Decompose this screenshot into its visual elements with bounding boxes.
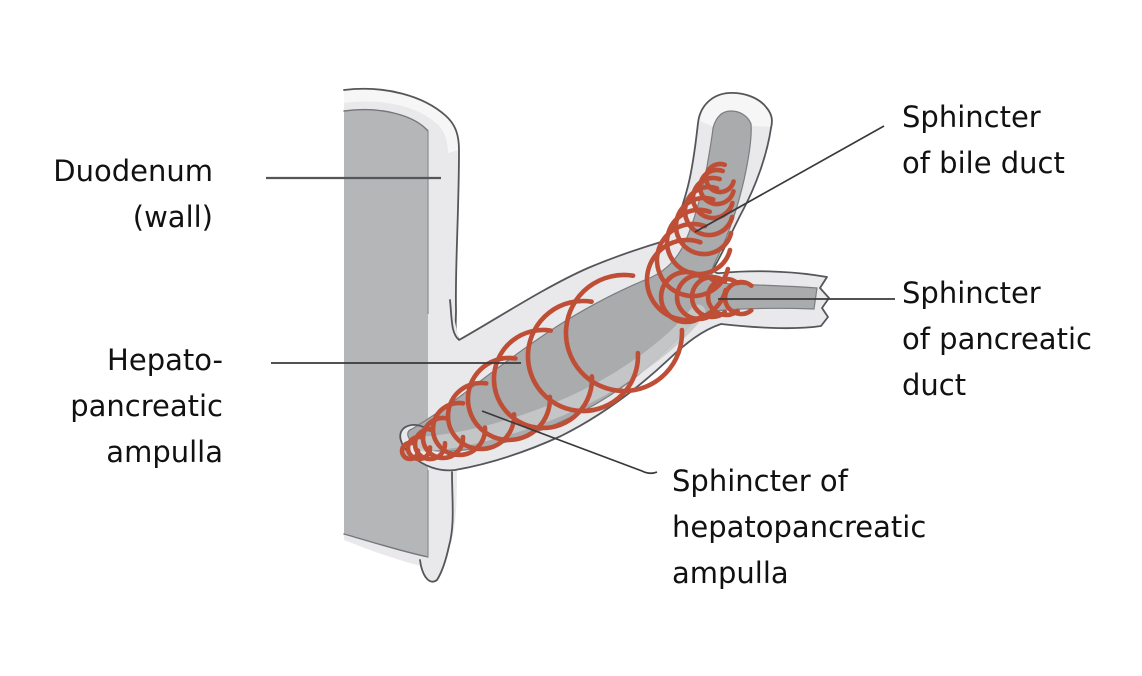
label-sphincter-hepatopancreatic-ampulla-line3: ampulla [672,556,789,590]
sphincter-ring [722,279,754,317]
sphincter-ring [465,355,553,443]
sphincter-ring [689,274,728,320]
leader-line-sphincter-bile-duct [694,125,885,233]
label-hepatopancreatic-ampulla-line3: ampulla [106,435,223,469]
duodenum-inner-top-edge [343,108,429,132]
sphincter-rings-ampulla [399,272,685,462]
label-duodenum: Duodenum (wall) [53,148,213,240]
label-sphincter-bile-duct-line1: Sphincter [902,100,1041,134]
duodenum-outline-bottom [419,471,454,583]
sphincter-ring [705,276,740,318]
label-hepatopancreatic-ampulla-line2: pancreatic [70,389,223,423]
sphincter-ring [703,161,736,195]
sphincter-rings-pancreatic-duct [658,269,754,325]
label-hepatopancreatic-ampulla: Hepato- pancreatic ampulla [70,337,223,475]
sphincter-ring [563,272,685,394]
sphincter-ring [697,167,736,207]
lumen-highlight [416,304,706,452]
label-sphincter-hepatopancreatic-ampulla: Sphincter of hepatopancreatic ampulla [672,458,926,596]
bile-duct-cut-surface [700,92,772,127]
label-hepatopancreatic-ampulla-line1: Hepato- [107,343,223,377]
sphincter-ring [658,269,705,325]
label-sphincter-pancreatic-duct-line3: duct [902,368,967,402]
label-duodenum-line1: Duodenum [53,154,213,188]
duodenum-lumen [344,109,428,557]
sphincter-ring [445,380,517,452]
sphincter-ring [644,237,728,323]
sphincter-ring [430,400,488,458]
label-duodenum-line2: (wall) [132,200,213,234]
label-sphincter-bile-duct-line2: of bile duct [902,146,1065,180]
label-sphincter-pancreatic-duct: Sphincter of pancreatic duct [902,270,1092,408]
duodenum-outline-top [343,87,460,341]
label-sphincter-hepatopancreatic-ampulla-line1: Sphincter of [672,464,848,498]
sphincter-rings-bile-duct [644,161,736,323]
duodenum-wall-shape [343,87,460,583]
leader-line-sphincter-ampulla [481,410,658,475]
label-sphincter-pancreatic-duct-line1: Sphincter [902,276,1041,310]
label-sphincter-bile-duct: Sphincter of bile duct [902,94,1065,186]
duodenum-inner-bottom-edge [343,533,429,558]
sphincter-ring [674,272,716,322]
sphincter-ring [664,207,733,277]
leader-lines [266,125,895,475]
ampulla-and-ducts-shape [399,92,830,472]
sphincter-ring [654,221,731,299]
label-sphincter-pancreatic-duct-line2: of pancreatic [902,322,1092,356]
label-sphincter-hepatopancreatic-ampulla-line2: hepatopancreatic [672,510,927,544]
